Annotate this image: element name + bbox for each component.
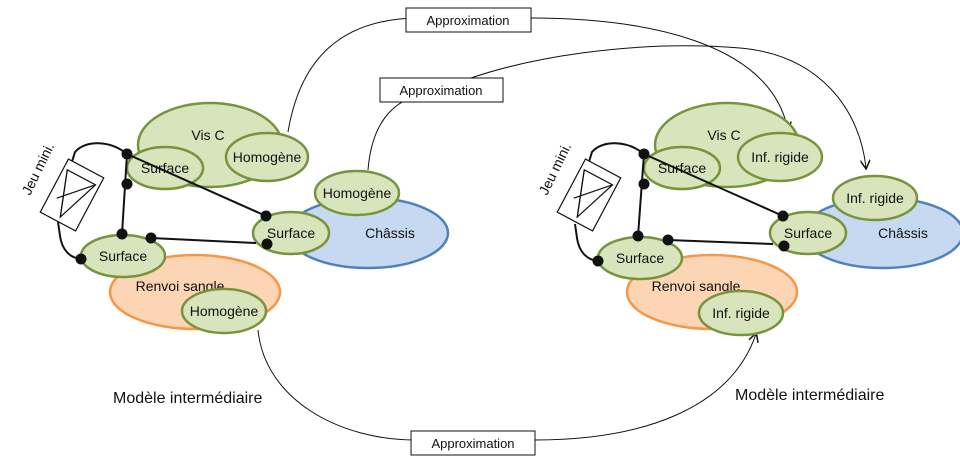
jeu-mini-label: Jeu mini. [535, 140, 574, 197]
left-caption: Modèle intermédiaire [113, 390, 263, 407]
vis-c-homogene-label: Homogène [233, 149, 302, 165]
chassis-inf-rigide-label: Inf. rigide [846, 190, 904, 206]
approximation-box-top: Approximation [405, 7, 532, 33]
approximation-curve-middle [367, 45, 866, 170]
vis-c-inf-rigide-ellipse [736, 131, 824, 183]
chassis-homogene-ellipse [313, 169, 401, 217]
chassis-surface-label: Surface [784, 225, 832, 241]
renvoi-inf-rigide-label: Inf. rigide [712, 305, 770, 321]
chassis-label: Châssis [878, 225, 928, 241]
jeu-mini-joint-icon [556, 158, 622, 232]
jeu-mini-joint-icon [39, 158, 105, 232]
vis-c-surface-label: Surface [141, 160, 189, 176]
chassis-homogene-label: Homogène [323, 185, 392, 201]
renvoi-surface-label: Surface [99, 248, 147, 264]
vis-c-inf-rigide-label: Inf. rigide [751, 149, 809, 165]
connection-dots [75, 148, 273, 265]
vis-c-surface-label: Surface [658, 160, 706, 176]
renvoi-homogene-label: Homogène [190, 303, 259, 319]
approximation-label-bottom: Approximation [431, 436, 514, 451]
approximation-curve-top [287, 17, 788, 132]
right-model: Châssis Renvoi sangle Vis C Inf. rigide … [535, 101, 960, 404]
connection-dots [592, 148, 790, 267]
chassis-surface-label: Surface [267, 225, 315, 241]
vis-c-label: Vis C [707, 127, 740, 143]
approximation-box-middle: Approximation [379, 77, 504, 103]
chassis-inf-rigide-ellipse [831, 174, 919, 222]
left-model: Châssis Renvoi sangle Vis C Homogène Hom… [18, 101, 450, 407]
vis-c-homogene-ellipse [224, 131, 310, 183]
renvoi-sangle-label: Renvoi sangle [652, 278, 741, 294]
renvoi-homogene-ellipse [180, 287, 268, 335]
approximation-box-bottom: Approximation [410, 430, 536, 456]
chassis-surface-ellipse [768, 210, 848, 256]
vis-c-label: Vis C [191, 127, 224, 143]
approximation-curve-bottom [257, 329, 756, 441]
approximation-label-top: Approximation [426, 13, 509, 28]
renvoi-inf-rigide-ellipse [697, 289, 785, 337]
right-caption: Modèle intermédiaire [735, 387, 885, 404]
renvoi-sangle-label: Renvoi sangle [136, 278, 225, 294]
chassis-label: Châssis [365, 225, 415, 241]
renvoi-surface-label: Surface [616, 250, 664, 266]
approximation-label-middle: Approximation [399, 83, 482, 98]
jeu-mini-label: Jeu mini. [18, 140, 57, 197]
